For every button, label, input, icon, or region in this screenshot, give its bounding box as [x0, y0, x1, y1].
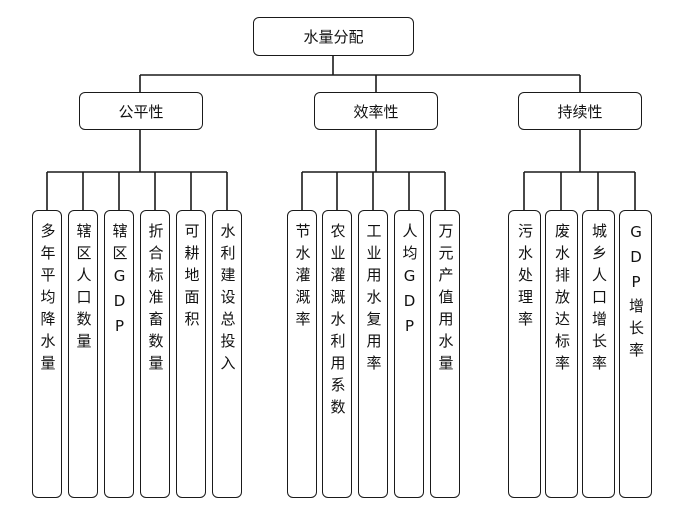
indicator-box: 水利建设总投入	[212, 210, 242, 498]
indicator-label: 人均GDP	[400, 223, 419, 342]
indicator-box: 辖区GDP	[104, 210, 134, 498]
indicator-label: 农业灌溉水利用系数	[328, 223, 347, 421]
category-label: 效率性	[353, 102, 399, 121]
indicator-box: 城乡人口增长率	[582, 210, 615, 498]
category-label: 持续性	[557, 102, 603, 121]
indicator-label: 可耕地面积	[182, 223, 201, 333]
category-label: 公平性	[118, 102, 164, 121]
indicator-label: 多年平均降水量	[38, 223, 57, 377]
indicator-label: 辖区人口数量	[74, 223, 93, 355]
category-sustainability: 持续性	[518, 92, 642, 130]
indicator-box: 节水灌溉率	[287, 210, 317, 498]
indicator-box: 农业灌溉水利用系数	[322, 210, 352, 498]
indicator-label: 节水灌溉率	[293, 223, 312, 333]
category-fairness: 公平性	[79, 92, 203, 130]
indicator-label: GDP增长率	[627, 223, 645, 364]
indicator-box: 万元产值用水量	[430, 210, 460, 498]
indicator-box: 人均GDP	[394, 210, 424, 498]
indicator-label: 废水排放达标率	[553, 223, 571, 377]
indicator-box: 辖区人口数量	[68, 210, 98, 498]
indicator-label: 水利建设总投入	[218, 223, 237, 377]
indicator-box: 多年平均降水量	[32, 210, 62, 498]
indicator-box: GDP增长率	[619, 210, 652, 498]
category-efficiency: 效率性	[314, 92, 438, 130]
indicator-label: 城乡人口增长率	[590, 223, 608, 377]
root-node: 水量分配	[253, 17, 414, 56]
indicator-label: 折合标准畜数量	[146, 223, 165, 377]
indicator-box: 工业用水复用率	[358, 210, 388, 498]
indicator-label: 辖区GDP	[110, 223, 129, 342]
indicator-box: 废水排放达标率	[545, 210, 578, 498]
root-label: 水量分配	[303, 28, 364, 46]
indicator-label: 万元产值用水量	[436, 223, 455, 377]
indicator-label: 污水处理率	[516, 223, 534, 333]
indicator-box: 污水处理率	[508, 210, 541, 498]
indicator-box: 可耕地面积	[176, 210, 206, 498]
indicator-label: 工业用水复用率	[364, 223, 383, 377]
indicator-box: 折合标准畜数量	[140, 210, 170, 498]
